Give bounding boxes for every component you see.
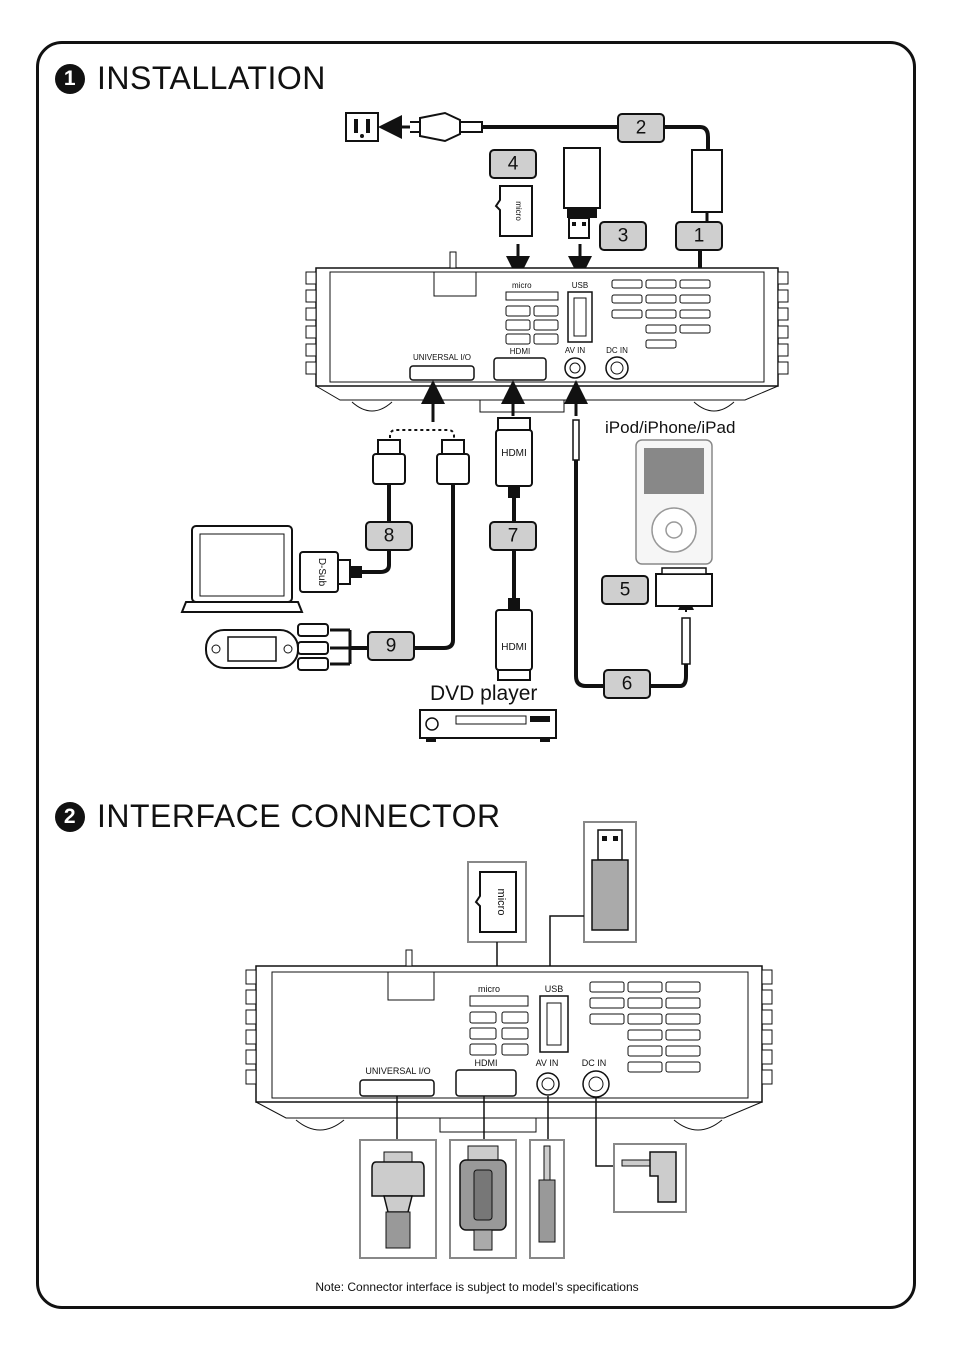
svg-text:4: 4 <box>508 154 519 175</box>
usb-drive-icon <box>563 147 601 239</box>
power-outlet-icon <box>345 112 379 142</box>
section-number: 2 <box>55 801 85 832</box>
section-title-installation: 1 INSTALLATION <box>55 60 326 97</box>
svg-text:micro: micro <box>478 984 500 994</box>
dvd-player-icon <box>419 709 557 742</box>
svg-text:3: 3 <box>618 226 629 247</box>
step-badge-1: 1 <box>675 221 723 251</box>
dc-plug-connector <box>613 1143 687 1213</box>
power-cable <box>482 125 710 150</box>
svg-text:UNIVERSAL I/O: UNIVERSAL I/O <box>413 353 471 362</box>
step-badge-2: 2 <box>617 113 665 143</box>
svg-text:UNIVERSAL I/O: UNIVERSAL I/O <box>365 1066 430 1076</box>
dsub-connector: D-Sub <box>299 551 351 593</box>
section-title-interface: 2 INTERFACE CONNECTOR <box>55 798 501 835</box>
svg-text:8: 8 <box>384 526 395 547</box>
cable-8 <box>360 484 391 574</box>
svg-text:DC IN: DC IN <box>582 1058 607 1068</box>
svg-text:iPod/iPhone/iPad: iPod/iPhone/iPad <box>605 418 735 437</box>
svg-text:HDMI: HDMI <box>475 1058 498 1068</box>
microsd-card-icon: micro <box>494 185 533 237</box>
svg-text:AV IN: AV IN <box>565 346 586 355</box>
hdmi-cable-7: HDMI HDMI <box>495 417 533 681</box>
projector-icon: micro USB UNIVERSAL I/O HDMI AV IN DC IN <box>305 251 789 413</box>
ipod-icon <box>635 439 713 565</box>
step-badge-9: 9 <box>367 631 415 661</box>
step-badge-4: 4 <box>489 149 537 179</box>
section-number: 1 <box>55 63 85 94</box>
footnote: Note: Connector interface is subject to … <box>315 1280 639 1294</box>
universal-io-connector <box>359 1139 437 1259</box>
handheld-console-icon <box>205 629 299 669</box>
step-badge-7: 7 <box>489 521 537 551</box>
hdmi-connector <box>449 1139 517 1259</box>
svg-text:AV IN: AV IN <box>536 1058 559 1068</box>
cable-9 <box>350 484 455 650</box>
svg-text:DC IN: DC IN <box>606 346 628 355</box>
page-frame <box>36 41 916 1309</box>
svg-text:USB: USB <box>545 984 564 994</box>
svg-text:micro: micro <box>512 281 532 290</box>
svg-text:1: 1 <box>694 226 705 247</box>
svg-text:9: 9 <box>386 636 397 657</box>
section-title-text: INTERFACE CONNECTOR <box>97 798 501 834</box>
microsd-card-icon: micro <box>467 861 527 943</box>
svg-text:D-Sub: D-Sub <box>316 558 327 587</box>
svg-text:DVD player: DVD player <box>430 682 537 705</box>
svg-text:5: 5 <box>620 580 631 601</box>
svg-text:HDMI: HDMI <box>501 448 527 459</box>
step-badge-8: 8 <box>365 521 413 551</box>
svg-text:micro: micro <box>495 889 507 916</box>
step-badge-3: 3 <box>599 221 647 251</box>
svg-text:HDMI: HDMI <box>510 347 530 356</box>
step-badge-5: 5 <box>601 575 649 605</box>
svg-text:USB: USB <box>572 281 588 290</box>
section-title-text: INSTALLATION <box>97 60 326 96</box>
dock-adapter <box>655 573 713 607</box>
usb-drive-icon <box>583 821 637 943</box>
universal-io-connector <box>372 439 470 485</box>
av-plug-connector <box>529 1139 565 1259</box>
projector-icon: micro USB UNIVERSAL I/O HDMI AV IN DC IN <box>245 949 773 1133</box>
laptop-icon <box>180 525 304 613</box>
power-plug-icon <box>410 111 483 143</box>
svg-text:HDMI: HDMI <box>501 642 527 653</box>
svg-text:6: 6 <box>622 674 633 695</box>
rca-connectors <box>297 623 329 671</box>
svg-text:7: 7 <box>508 526 519 547</box>
step-badge-6: 6 <box>603 669 651 699</box>
svg-text:micro: micro <box>514 201 523 221</box>
power-adapter <box>691 149 723 213</box>
svg-text:2: 2 <box>636 118 647 139</box>
